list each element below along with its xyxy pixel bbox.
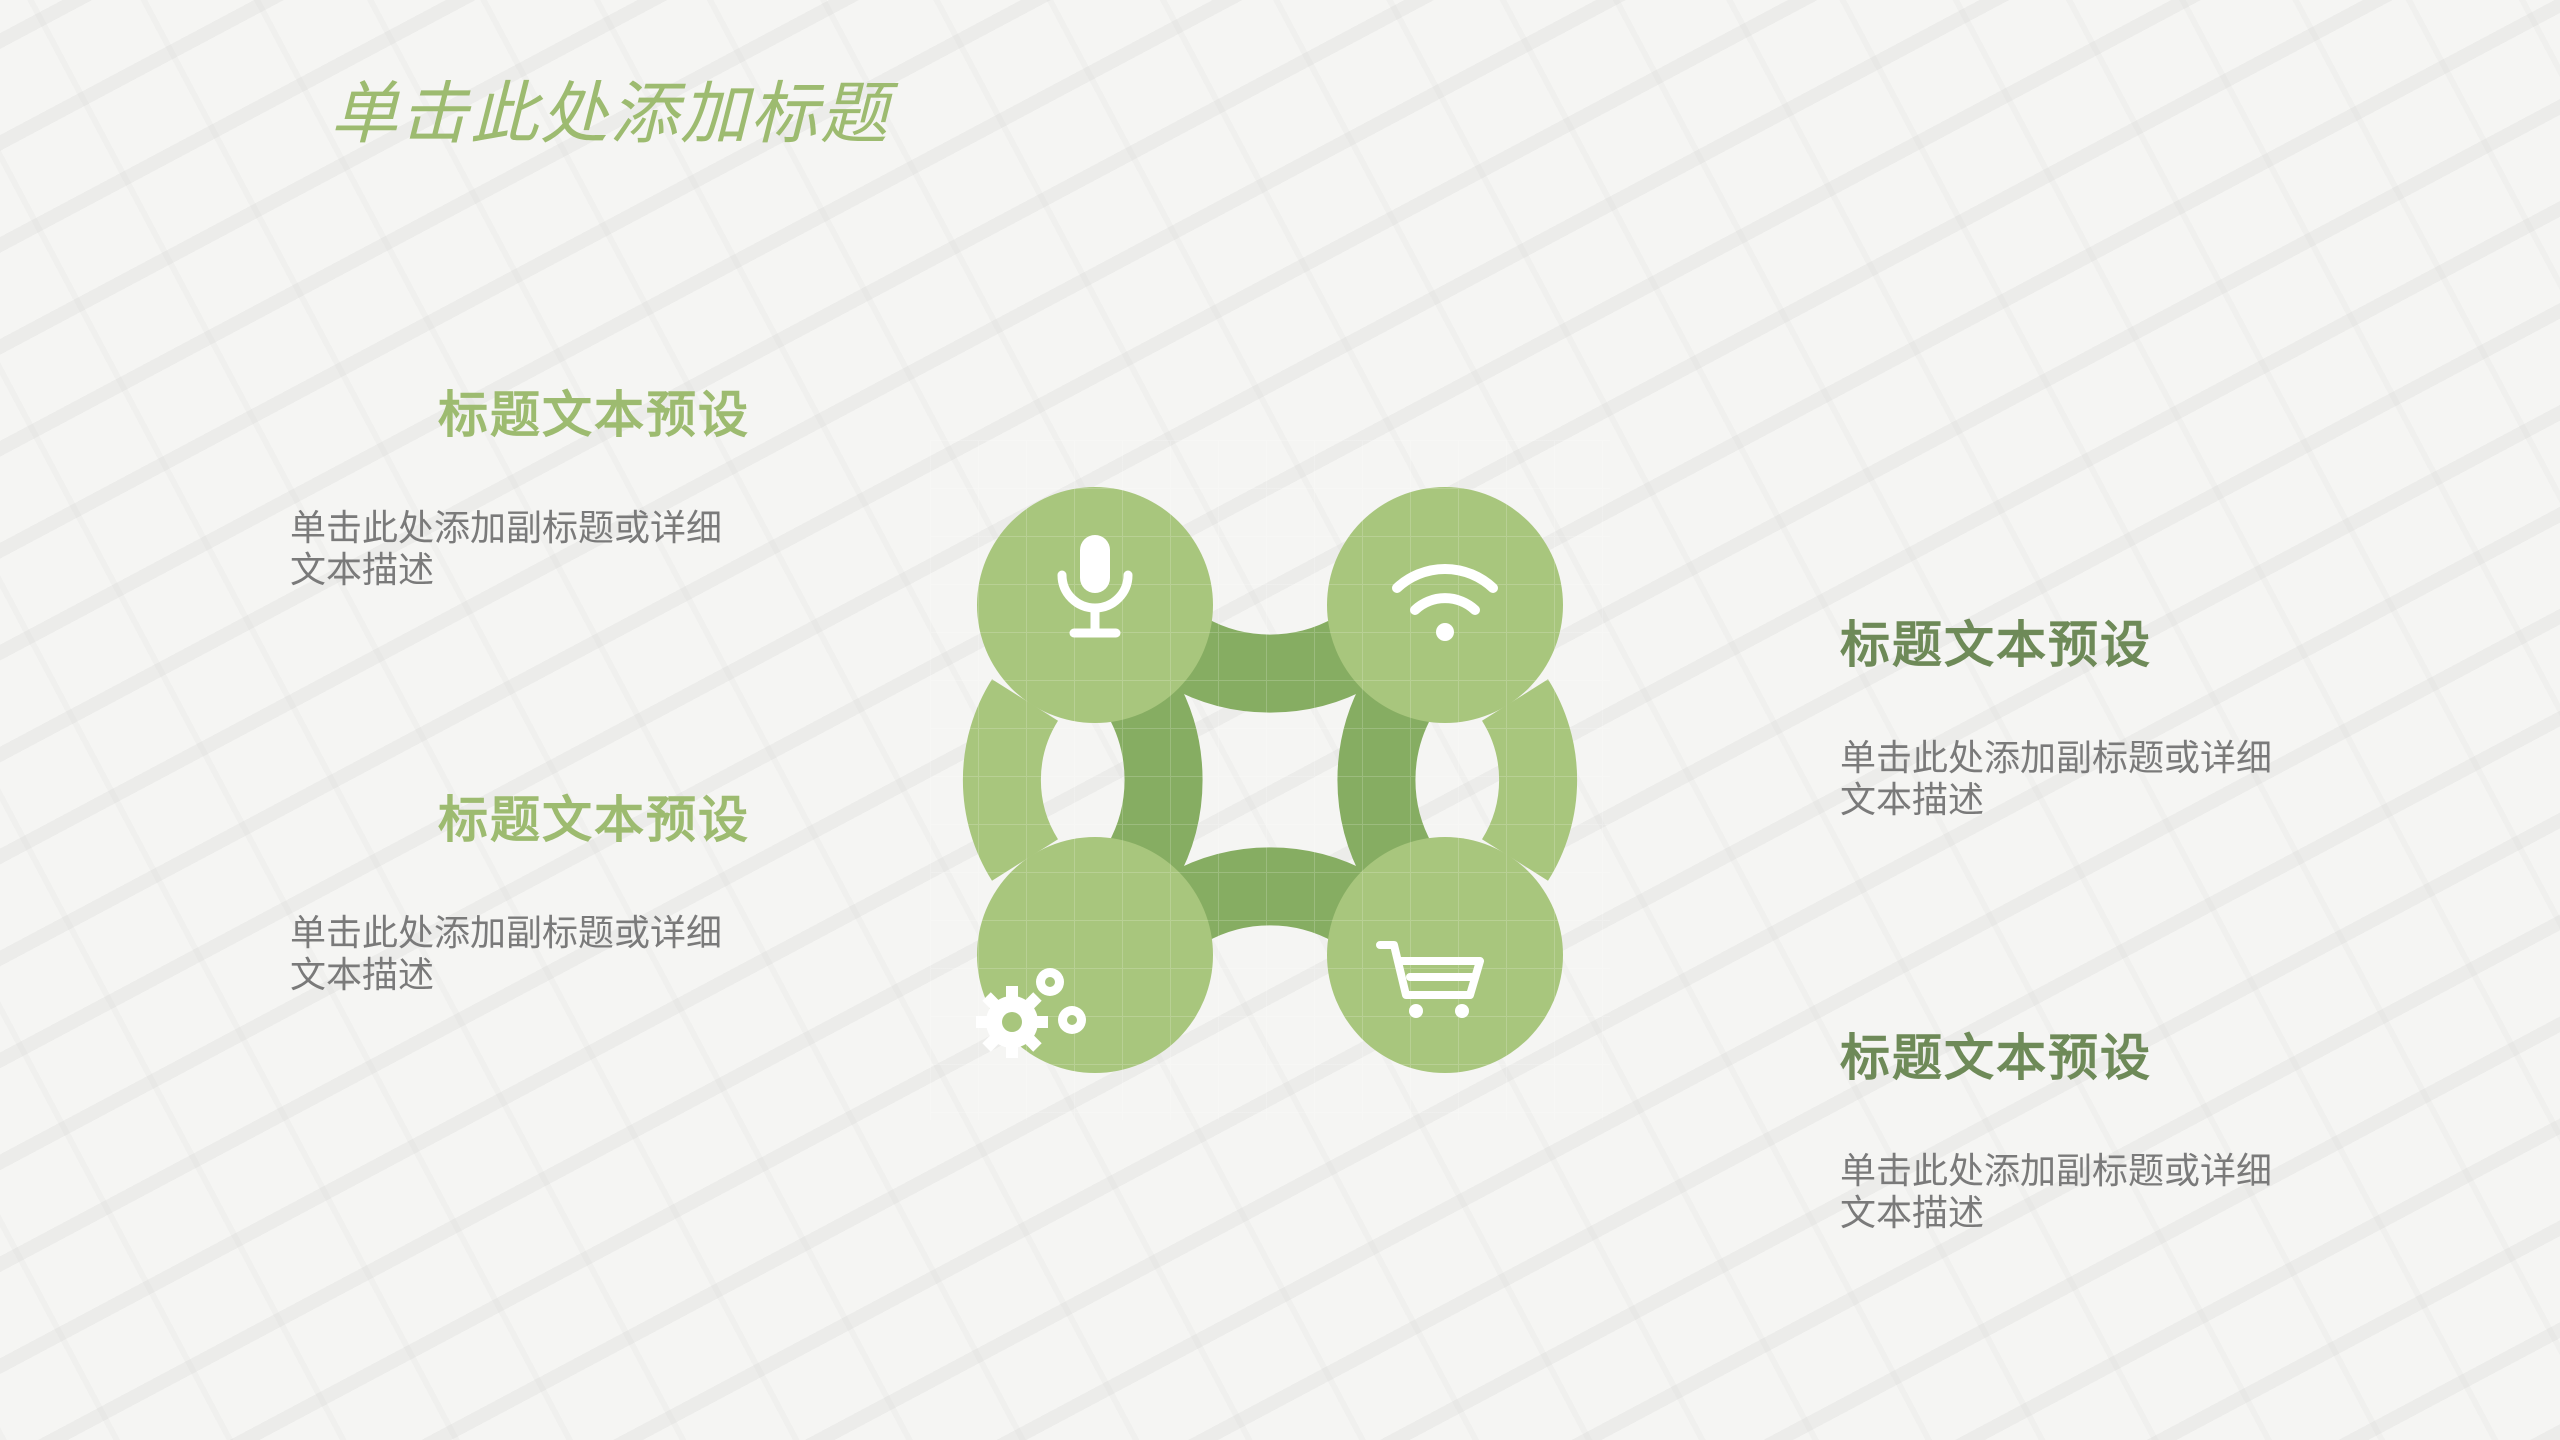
block-description[interactable]: 单击此处添加副标题或详细文本描述 (1840, 1150, 2273, 1233)
shopping-cart-icon (1376, 941, 1484, 1018)
four-circle-diagram (930, 440, 1610, 1120)
block-description[interactable]: 单击此处添加副标题或详细文本描述 (1840, 737, 2273, 820)
text-block-bottom-left: 标题文本预设 单击此处添加副标题或详细文本描述 (290, 780, 750, 996)
text-block-bottom-right: 标题文本预设 单击此处添加副标题或详细文本描述 (1840, 1018, 2300, 1234)
text-block-top-left: 标题文本预设 单击此处添加副标题或详细文本描述 (290, 375, 750, 591)
grid-overlay (930, 440, 1610, 1120)
block-heading[interactable]: 标题文本预设 (1840, 1028, 2152, 1087)
block-heading[interactable]: 标题文本预设 (438, 790, 750, 849)
wifi-icon (1392, 563, 1498, 641)
block-description[interactable]: 单击此处添加副标题或详细文本描述 (290, 912, 723, 995)
slide-title[interactable]: 单击此处添加标题 (330, 76, 891, 152)
block-heading[interactable]: 标题文本预设 (1840, 615, 2152, 674)
block-description[interactable]: 单击此处添加副标题或详细文本描述 (290, 507, 723, 590)
microphone-icon (1057, 535, 1133, 638)
block-heading[interactable]: 标题文本预设 (438, 385, 750, 444)
text-block-top-right: 标题文本预设 单击此处添加副标题或详细文本描述 (1840, 605, 2300, 821)
gears-icon (976, 968, 1086, 1058)
